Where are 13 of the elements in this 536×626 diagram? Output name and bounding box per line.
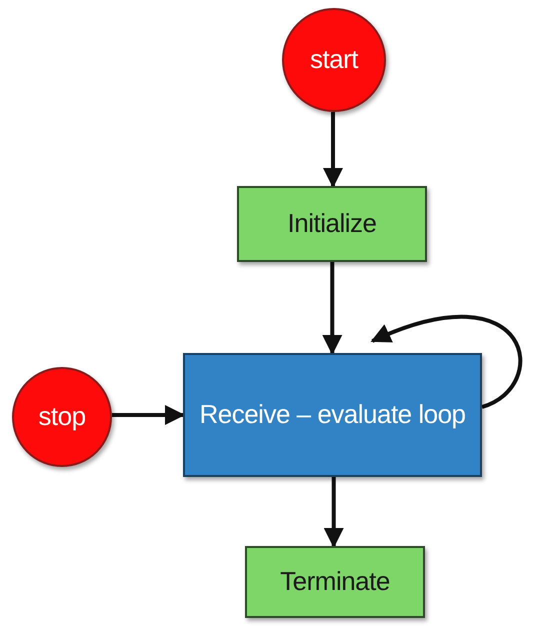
arrow — [370, 314, 522, 409]
process-box — [183, 353, 482, 477]
node-label: stop — [38, 402, 86, 432]
arrow — [112, 405, 185, 425]
node-label: Terminate — [280, 567, 390, 597]
arrow — [324, 477, 344, 548]
node-label: start — [310, 45, 358, 75]
node-label: Receive – evaluate loop — [199, 400, 466, 430]
arrow — [322, 262, 342, 355]
process-box — [237, 186, 427, 262]
node-label: Initialize — [288, 209, 376, 239]
arrow — [323, 112, 343, 188]
process-box — [245, 546, 425, 618]
